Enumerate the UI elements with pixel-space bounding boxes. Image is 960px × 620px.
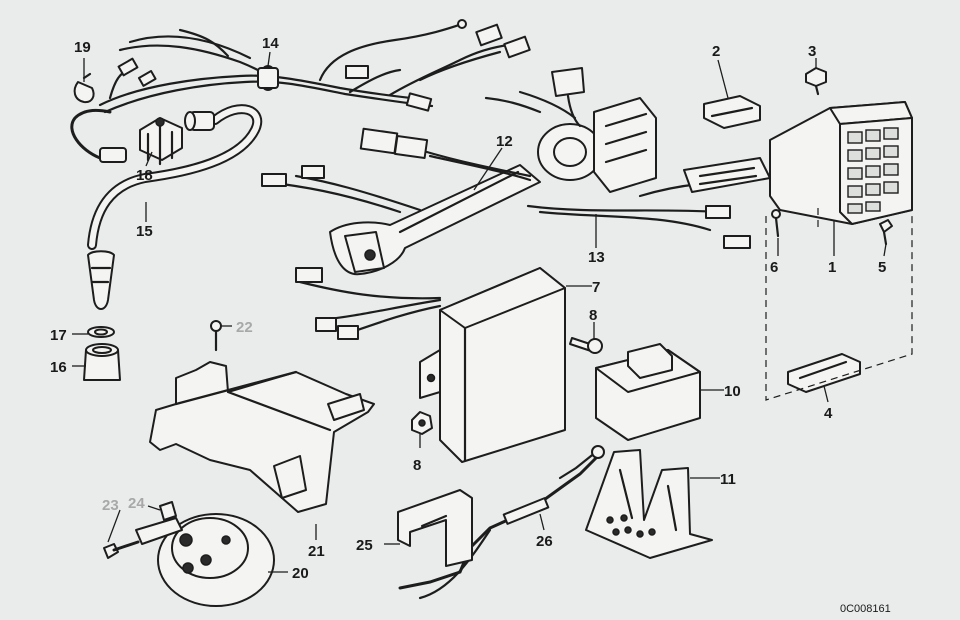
- part-13-branch-harness: [261, 127, 771, 340]
- callout-16: 16: [50, 359, 67, 376]
- part-1-mount-dashed: [765, 208, 913, 401]
- callout-1: 1: [828, 259, 836, 276]
- callout-labels: 19 14 18 15 17 16 12 13 7 8 8 10 11 2 3 …: [50, 35, 891, 615]
- part-14-wiring-harness: [98, 19, 531, 114]
- part-17-boot: [87, 250, 115, 310]
- part-8-nut: [411, 411, 433, 435]
- part-5-screw: [879, 219, 893, 246]
- leader-lines: [72, 51, 887, 573]
- part-10-relay: [595, 343, 701, 441]
- callout-6: 6: [770, 259, 778, 276]
- part-16-holder: [83, 343, 121, 381]
- callout-22: 22: [236, 319, 253, 336]
- callout-11: 11: [720, 471, 736, 488]
- part-20-horn: [157, 513, 275, 607]
- part-3-bulb: [805, 67, 827, 96]
- callout-17: 17: [50, 327, 67, 344]
- part-6-screw: [771, 209, 781, 238]
- callout-15: 15: [136, 223, 153, 240]
- part-25-bracket: [397, 489, 473, 567]
- keypad-grid: [847, 127, 899, 214]
- part-8-screw: [569, 337, 603, 354]
- callout-12: 12: [496, 133, 513, 150]
- callout-26: 26: [536, 533, 553, 550]
- callout-21: 21: [308, 543, 325, 560]
- part-21-bracket: [149, 361, 375, 513]
- part-7-control-unit: [419, 267, 566, 463]
- callout-19: 19: [74, 39, 91, 56]
- part-1-control-panel: [769, 101, 913, 225]
- part-19-clip: [73, 72, 95, 104]
- part-15-cable: [70, 104, 263, 250]
- callout-4: 4: [824, 405, 833, 422]
- part-11-holder: [585, 449, 713, 559]
- callout-8-nut: 8: [413, 457, 421, 474]
- part-22-screw: [210, 320, 222, 352]
- part-23-bolt: [103, 540, 140, 559]
- callout-10: 10: [724, 383, 741, 400]
- part-24-bracket: [135, 501, 183, 545]
- callout-8: 8: [589, 307, 597, 324]
- reference-code: 0C008161: [840, 603, 891, 615]
- part-18-socket: [139, 117, 183, 166]
- part-4-bracket: [787, 353, 861, 393]
- callout-13: 13: [588, 249, 605, 266]
- callout-24: 24: [128, 495, 145, 512]
- callout-23: 23: [102, 497, 119, 514]
- callout-18: 18: [136, 167, 153, 184]
- callout-5: 5: [878, 259, 886, 276]
- callout-14: 14: [262, 35, 279, 52]
- callout-20: 20: [292, 565, 309, 582]
- callout-3: 3: [808, 43, 816, 60]
- callout-7: 7: [592, 279, 600, 296]
- part-17-grommet-ring: [87, 326, 115, 338]
- callout-2: 2: [712, 43, 720, 60]
- part-2-module: [703, 95, 761, 129]
- part-26-cable: [398, 445, 605, 600]
- part-12-column-switch: [329, 67, 657, 276]
- callout-25: 25: [356, 537, 373, 554]
